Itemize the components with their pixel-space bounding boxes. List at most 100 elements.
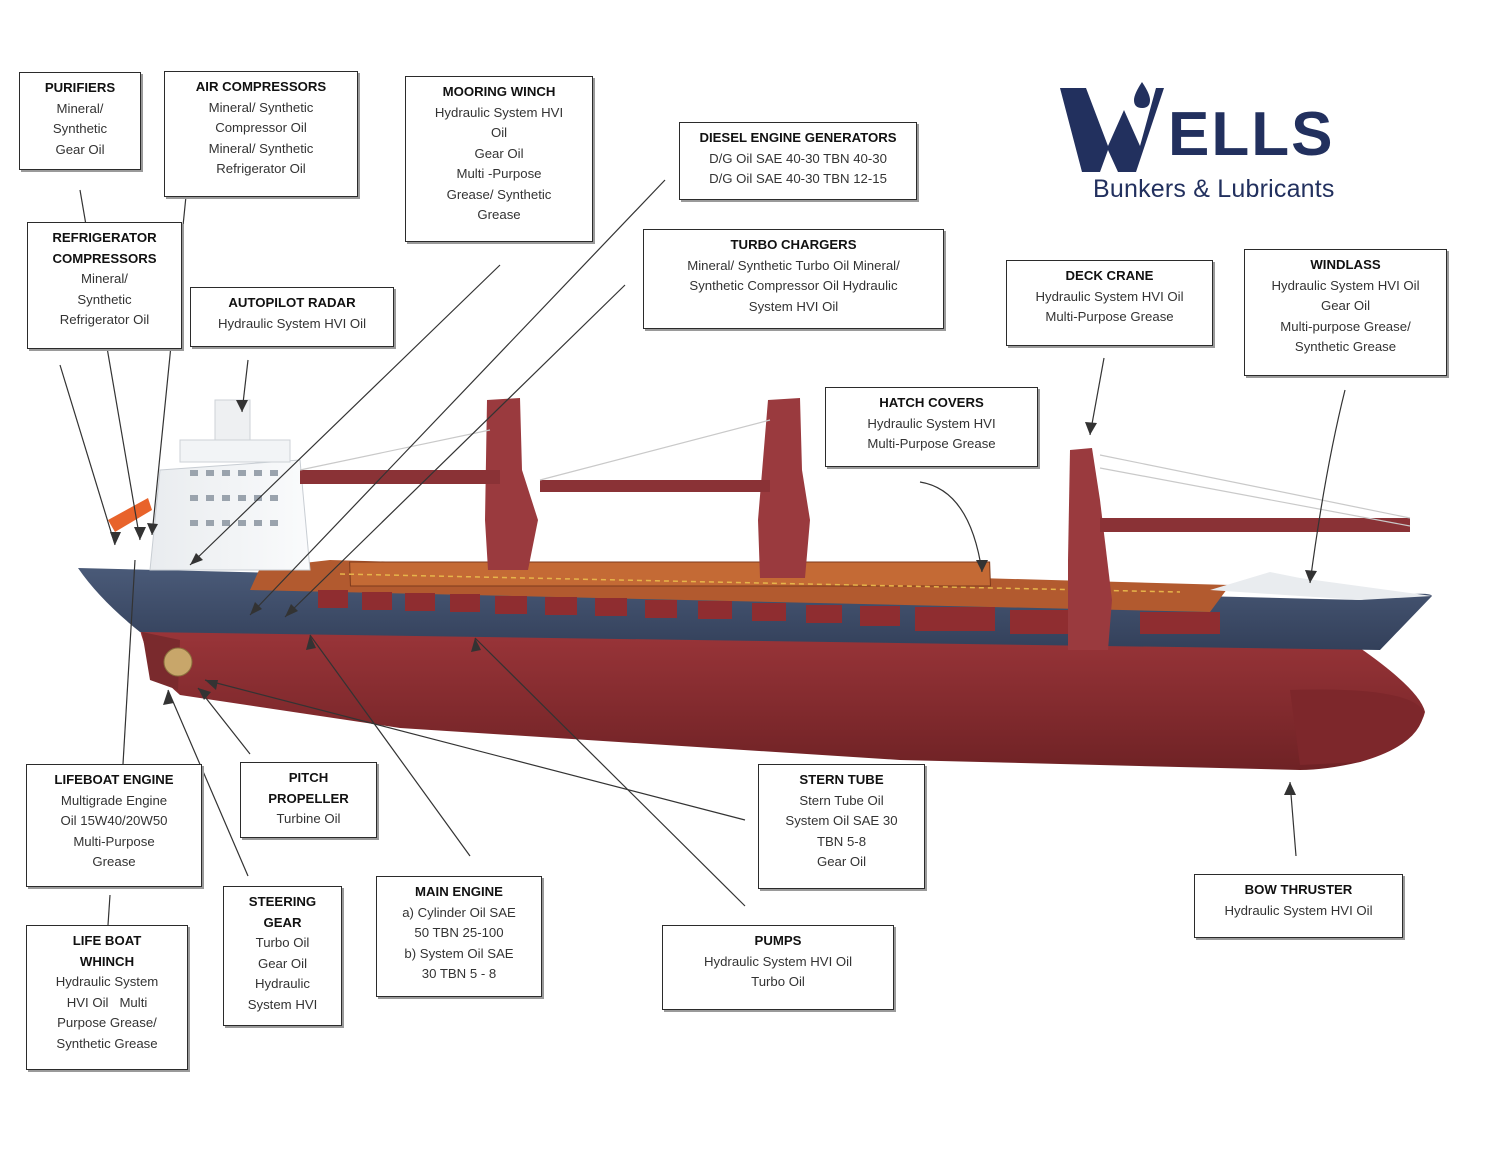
label-title: PUMPS [754, 933, 802, 948]
label-line: Compressor Oil [215, 120, 307, 135]
label-line: System Oil SAE 30 [785, 813, 898, 828]
label-line: 50 TBN 25-100 [414, 925, 504, 940]
label-line: Gear Oil [816, 854, 867, 869]
label-line: Hydraulic System HVI Oil [1271, 277, 1420, 293]
logo-w-shape [1060, 88, 1164, 172]
label-line: Grease [477, 207, 521, 222]
label-line: Mineral/ [81, 271, 128, 286]
label-line: Refrigerator Oil [216, 161, 306, 176]
label-title: AIR COMPRESSORS [195, 79, 327, 94]
label-main-engine: MAIN ENGINE a) Cylinder Oil SAE 50 TBN 2… [376, 876, 542, 997]
label-line: Gear Oil [257, 955, 308, 971]
label-line: 30 TBN 5 - 8 [421, 966, 497, 981]
label-line: Grease/ Synthetic [446, 186, 552, 202]
label-line: Oil 15W40/20W50 [60, 813, 168, 828]
crane-3 [1068, 448, 1410, 650]
hull-bottom [140, 630, 1425, 770]
label-line: Multi-Purpose [73, 833, 155, 849]
propeller [163, 647, 193, 677]
label-title: BOW THRUSTER [1244, 882, 1353, 897]
label-line: Refrigerator Oil [59, 312, 150, 327]
label-line: b) System Oil SAE [404, 945, 514, 961]
label-title: TURBO CHARGERS [730, 237, 857, 252]
rudder [142, 632, 180, 690]
label-purifiers: PURIFIERS Mineral/ Synthetic Gear Oil [19, 72, 141, 170]
label-line: HVI Oil Multi [66, 994, 148, 1010]
label-line: Gear Oil [474, 145, 524, 161]
label-title: LIFE BOAT WHINCH [72, 933, 142, 969]
label-line: Multigrade Engine [60, 792, 168, 808]
label-refrigerator-compressors: REFRIGERATOR COMPRESSORS Mineral/ Synthe… [27, 222, 182, 349]
label-line: Synthetic Grease [56, 1035, 158, 1051]
label-line: Grease [92, 854, 136, 869]
label-line: D/G Oil SAE 40-30 TBN 40-30 [709, 150, 887, 166]
label-line: Synthetic [52, 121, 108, 136]
crane-1 [300, 398, 538, 570]
label-title: MOORING WINCH [442, 84, 556, 99]
label-title: DIESEL ENGINE GENERATORS [699, 130, 897, 145]
label-mooring-winch: MOORING WINCH Hydraulic System HVI Oil G… [405, 76, 593, 242]
label-title: REFRIGERATOR COMPRESSORS [52, 230, 157, 266]
label-line: Gear Oil [1320, 298, 1371, 313]
label-line: Synthetic [77, 291, 132, 307]
label-diesel-engine-generators: DIESEL ENGINE GENERATORS D/G Oil SAE 40-… [679, 122, 917, 200]
wells-logo-mark [1060, 82, 1164, 172]
label-stern-tube: STERN TUBE Stern Tube Oil System Oil SAE… [758, 764, 925, 889]
label-lifeboat-engine: LIFEBOAT ENGINE Multigrade Engine Oil 15… [26, 764, 202, 887]
label-life-boat-whinch: LIFE BOAT WHINCH Hydraulic System HVI Oi… [26, 925, 188, 1070]
label-line: Hydraulic System HVI Oil [1035, 288, 1184, 304]
logo-tagline: Bunkers & Lubricants [1093, 175, 1335, 203]
label-line: Multi-Purpose Grease [1045, 309, 1174, 324]
label-autopilot-radar: AUTOPILOT RADAR Hydraulic System HVI Oil [190, 287, 394, 347]
label-line: Gear Oil [55, 141, 105, 157]
label-title: STEERING GEAR [248, 894, 317, 930]
oil-drop-icon [1134, 82, 1150, 108]
label-title: STERN TUBE [799, 772, 884, 787]
label-steering-gear: STEERING GEAR Turbo Oil Gear Oil Hydraul… [223, 886, 342, 1026]
label-title: DECK CRANE [1065, 268, 1154, 283]
label-title: PURIFIERS [44, 80, 116, 95]
label-line: Turbo Oil [255, 935, 310, 950]
label-line: Mineral/ Synthetic [208, 99, 314, 115]
label-air-compressors: AIR COMPRESSORS Mineral/ Synthetic Compr… [164, 71, 358, 197]
label-line: TBN 5-8 [816, 833, 867, 849]
label-line: Hydraulic [255, 976, 310, 991]
label-line: Multi -Purpose [456, 166, 542, 181]
lifeboat [108, 498, 152, 532]
label-line: Mineral/ [56, 100, 104, 116]
label-line: Hydraulic System HVI Oil [1224, 902, 1373, 918]
label-line: Hydraulic System HVI Oil [217, 315, 367, 331]
label-line: Synthetic Grease [1294, 339, 1397, 354]
label-line: Oil [490, 125, 508, 140]
label-line: Turbo Oil [751, 974, 805, 989]
label-title: WINDLASS [1310, 257, 1381, 272]
logo-wordmark: ELLS [1168, 100, 1335, 169]
label-line: Hydraulic System HVI [434, 104, 564, 120]
label-line: Mineral/ Synthetic [208, 140, 314, 156]
label-line: a) Cylinder Oil SAE [402, 904, 516, 920]
label-line: Hydraulic System [55, 974, 159, 989]
label-title: AUTOPILOT RADAR [228, 295, 356, 310]
label-line: Mineral/ Synthetic Turbo Oil Mineral/ [687, 257, 900, 273]
crane-2 [540, 398, 810, 578]
label-line: Hydraulic System HVI [867, 415, 996, 431]
label-line: D/G Oil SAE 40-30 TBN 12-15 [709, 171, 887, 186]
label-line: Stern Tube Oil [799, 792, 884, 808]
label-title: LIFEBOAT ENGINE [54, 772, 174, 787]
label-bow-thruster: BOW THRUSTER Hydraulic System HVI Oil [1194, 874, 1403, 938]
label-line: System HVI Oil [748, 298, 839, 314]
label-title: MAIN ENGINE [415, 884, 503, 899]
label-title: PITCH PROPELLER [268, 770, 349, 806]
label-windlass: WINDLASS Hydraulic System HVI Oil Gear O… [1244, 249, 1447, 376]
label-turbo-chargers: TURBO CHARGERS Mineral/ Synthetic Turbo … [643, 229, 944, 329]
label-line: Turbine Oil [276, 811, 341, 826]
label-title: HATCH COVERS [879, 395, 984, 410]
label-line: Synthetic Compressor Oil Hydraulic [689, 278, 898, 293]
label-hatch-covers: HATCH COVERS Hydraulic System HVI Multi-… [825, 387, 1038, 467]
label-pumps: PUMPS Hydraulic System HVI Oil Turbo Oil [662, 925, 894, 1010]
label-line: Purpose Grease/ [57, 1015, 157, 1030]
label-line: Hydraulic System HVI Oil [703, 953, 853, 969]
label-deck-crane: DECK CRANE Hydraulic System HVI Oil Mult… [1006, 260, 1213, 346]
bulbous-bow [1290, 689, 1424, 765]
